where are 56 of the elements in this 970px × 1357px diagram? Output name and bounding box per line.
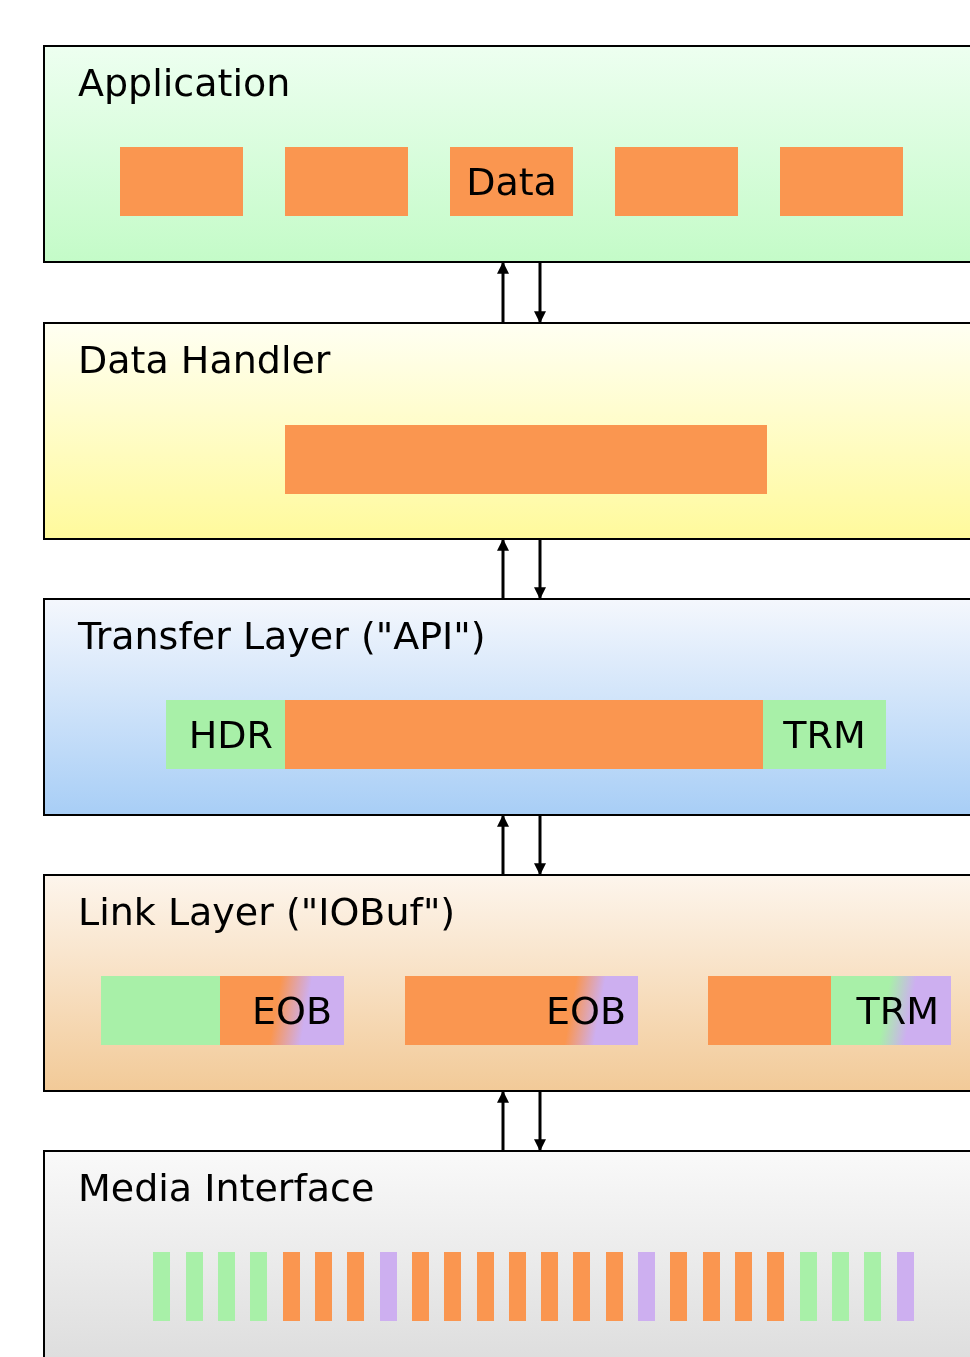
data-segment: EOB (220, 976, 344, 1045)
data-block (615, 147, 738, 216)
data-segment: HDR (166, 700, 285, 769)
data-segment: Data (450, 147, 573, 216)
layer-title: Transfer Layer ("API") (78, 614, 486, 658)
signal-bar (638, 1252, 655, 1321)
data-block (285, 147, 408, 216)
signal-bar (315, 1252, 332, 1321)
arrow (534, 540, 546, 600)
arrow (497, 1090, 509, 1150)
signal-bar (186, 1252, 203, 1321)
layer-title: Media Interface (78, 1166, 375, 1210)
signal-bar (283, 1252, 300, 1321)
data-block (285, 700, 763, 769)
signal-bar (153, 1252, 170, 1321)
signal-bar (897, 1252, 914, 1321)
signal-bar (670, 1252, 687, 1321)
data-segment: TRM (763, 700, 886, 769)
signal-bar (735, 1252, 752, 1321)
data-block (101, 976, 220, 1045)
arrow (497, 538, 509, 598)
signal-bar (800, 1252, 817, 1321)
signal-bar (832, 1252, 849, 1321)
data-block (285, 425, 767, 494)
layer-panel (43, 874, 970, 1092)
signal-bar (380, 1252, 397, 1321)
signal-bar (541, 1252, 558, 1321)
signal-bar (444, 1252, 461, 1321)
signal-bar (250, 1252, 267, 1321)
layer-title: Data Handler (78, 338, 331, 382)
signal-bar (477, 1252, 494, 1321)
layer-panel (43, 322, 970, 540)
signal-bar (573, 1252, 590, 1321)
signal-bar (412, 1252, 429, 1321)
layer-panel (43, 45, 970, 263)
data-segment: EOB (405, 976, 638, 1045)
signal-bar (767, 1252, 784, 1321)
arrow (497, 814, 509, 874)
data-segment: TRM (831, 976, 951, 1045)
arrow (534, 816, 546, 876)
signal-bar (347, 1252, 364, 1321)
signal-bar (509, 1252, 526, 1321)
layer-panel (43, 1150, 970, 1357)
arrow (534, 1092, 546, 1152)
data-block (708, 976, 831, 1045)
layer-title: Link Layer ("IOBuf") (78, 890, 456, 934)
layer-title: Application (78, 61, 291, 105)
arrow (534, 263, 546, 324)
layer-panel (43, 598, 970, 816)
data-block (780, 147, 903, 216)
signal-bar (218, 1252, 235, 1321)
signal-bar (703, 1252, 720, 1321)
signal-bar (606, 1252, 623, 1321)
arrow (497, 261, 509, 322)
signal-bar (864, 1252, 881, 1321)
data-block (120, 147, 243, 216)
